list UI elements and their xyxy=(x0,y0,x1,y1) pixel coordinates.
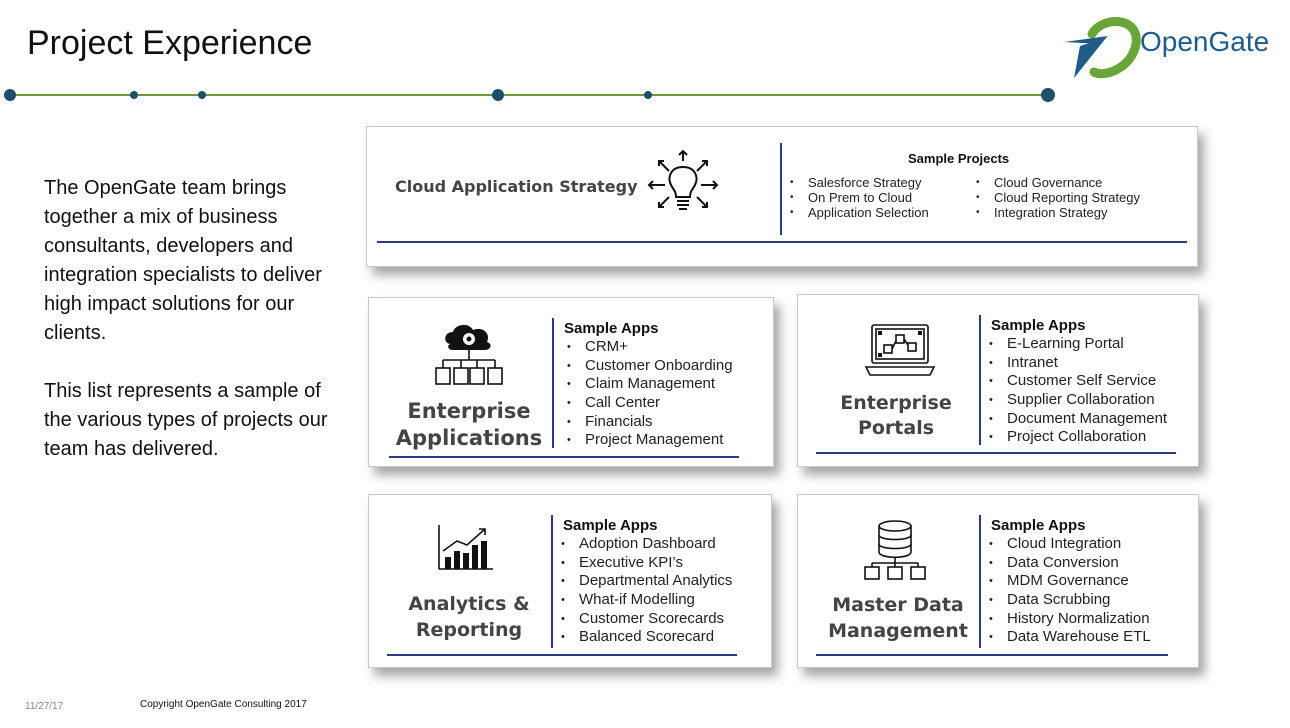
timeline-dot xyxy=(492,89,504,101)
list-item: Cloud Integration xyxy=(985,535,1151,554)
card-underline xyxy=(816,654,1168,656)
database-hierarchy-icon xyxy=(864,520,926,580)
title-line: Applications xyxy=(395,426,543,450)
title-line: Master Data xyxy=(832,594,964,616)
list-item: E-Learning Portal xyxy=(985,335,1167,354)
list-item: Data Warehouse ETL xyxy=(985,628,1151,647)
sample-projects-list-1: Salesforce Strategy On Prem to Cloud App… xyxy=(788,175,929,220)
list-item: Document Management xyxy=(985,410,1167,429)
intro-text: The OpenGate team brings together a mix … xyxy=(44,174,344,493)
enterprise-applications-card: Enterprise Applications Sample Apps CRM+… xyxy=(368,297,774,467)
list-item: What-if Modelling xyxy=(557,591,732,610)
list-item: Financials xyxy=(563,413,733,432)
title-line: Management xyxy=(828,620,968,642)
list-item: Balanced Scorecard xyxy=(557,628,732,647)
title-line: Analytics & xyxy=(408,593,530,615)
list-item: MDM Governance xyxy=(985,572,1151,591)
sample-apps-list: CRM+ Customer Onboarding Claim Managemen… xyxy=(563,338,733,450)
analytics-reporting-title: Analytics & Reporting xyxy=(389,591,549,643)
sample-projects-heading: Sample Projects xyxy=(908,151,1010,166)
sample-projects-list-2: Cloud Governance Cloud Reporting Strateg… xyxy=(974,175,1140,220)
enterprise-applications-title: Enterprise Applications xyxy=(389,398,549,452)
title-line: Enterprise xyxy=(407,399,531,423)
card-underline xyxy=(377,241,1187,243)
enterprise-portals-card: Enterprise Portals Sample Apps E-Learnin… xyxy=(797,294,1199,467)
master-data-management-card: Master Data Management Sample Apps Cloud… xyxy=(797,494,1199,668)
list-item: Call Center xyxy=(563,394,733,413)
analytics-reporting-card: Analytics & Reporting Sample Apps Adopti… xyxy=(368,494,772,668)
sample-apps-heading: Sample Apps xyxy=(991,517,1086,534)
logo-text: OpenGate xyxy=(1140,26,1270,57)
timeline-dot xyxy=(1041,88,1055,102)
list-item: History Normalization xyxy=(985,610,1151,629)
list-item: Departmental Analytics xyxy=(557,572,732,591)
opengate-logo: OpenGate xyxy=(1062,12,1282,84)
list-item: Adoption Dashboard xyxy=(557,535,732,554)
sample-apps-list: E-Learning Portal Intranet Customer Self… xyxy=(985,335,1167,447)
card-underline xyxy=(389,456,739,458)
timeline-dot xyxy=(130,91,138,99)
list-item: Cloud Reporting Strategy xyxy=(974,190,1140,205)
sample-apps-heading: Sample Apps xyxy=(564,320,659,337)
card-underline xyxy=(387,654,737,656)
footer-date: 11/27/17 xyxy=(25,701,64,712)
timeline-divider xyxy=(4,88,1055,102)
list-item: Application Selection xyxy=(788,205,929,220)
intro-paragraph-2: This list represents a sample of the var… xyxy=(44,380,328,460)
list-item: Executive KPI’s xyxy=(557,554,732,573)
sample-apps-list: Adoption Dashboard Executive KPI’s Depar… xyxy=(557,535,732,647)
list-item: Cloud Governance xyxy=(974,175,1140,190)
timeline-dot xyxy=(644,91,652,99)
list-item: Customer Scorecards xyxy=(557,610,732,629)
card-separator xyxy=(552,318,554,448)
footer-copyright: Copyright OpenGate Consulting 2017 xyxy=(140,699,307,710)
list-item: Data Scrubbing xyxy=(985,591,1151,610)
bar-chart-growth-icon xyxy=(438,525,493,570)
lightbulb-idea-icon xyxy=(647,149,719,210)
card-separator xyxy=(780,143,782,235)
card-separator xyxy=(551,515,553,648)
list-item: Customer Self Service xyxy=(985,372,1167,391)
title-line: Portals xyxy=(857,417,935,439)
intro-paragraph-1: The OpenGate team brings together a mix … xyxy=(44,177,322,344)
sample-apps-heading: Sample Apps xyxy=(563,517,658,534)
list-item: Project Collaboration xyxy=(985,428,1167,447)
cloud-strategy-card: Cloud Application Strategy Sample Projec… xyxy=(366,126,1198,267)
timeline-dot xyxy=(4,89,16,101)
sample-apps-heading: Sample Apps xyxy=(991,317,1086,334)
cloud-gear-hierarchy-icon xyxy=(435,324,503,385)
title-line: Enterprise xyxy=(840,392,952,414)
list-item: Customer Onboarding xyxy=(563,357,733,376)
card-separator xyxy=(979,315,981,445)
list-item: Salesforce Strategy xyxy=(788,175,929,190)
sample-apps-list: Cloud Integration Data Conversion MDM Go… xyxy=(985,535,1151,647)
cloud-strategy-title: Cloud Application Strategy xyxy=(395,177,638,196)
card-underline xyxy=(816,452,1176,454)
list-item: On Prem to Cloud xyxy=(788,190,929,205)
list-item: Integration Strategy xyxy=(974,205,1140,220)
laptop-portal-icon xyxy=(864,324,936,376)
timeline-dot xyxy=(198,91,206,99)
enterprise-portals-title: Enterprise Portals xyxy=(816,391,976,441)
master-data-management-title: Master Data Management xyxy=(816,592,980,644)
list-item: Project Management xyxy=(563,431,733,450)
card-separator xyxy=(979,515,981,648)
list-item: Data Conversion xyxy=(985,554,1151,573)
opengate-swoosh-logo-icon xyxy=(1064,17,1141,79)
title-line: Reporting xyxy=(415,619,523,641)
list-item: CRM+ xyxy=(563,338,733,357)
list-item: Claim Management xyxy=(563,375,733,394)
page-title: Project Experience xyxy=(27,24,313,62)
list-item: Intranet xyxy=(985,354,1167,373)
list-item: Supplier Collaboration xyxy=(985,391,1167,410)
